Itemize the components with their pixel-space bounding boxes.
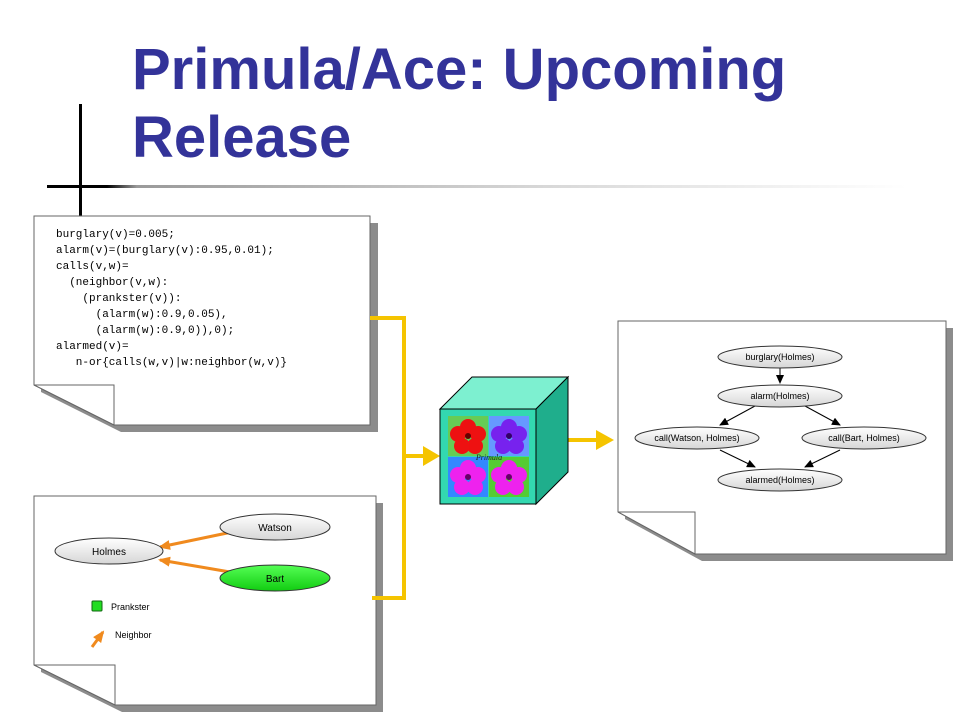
bn-node-call-bart[interactable]: call(Bart, Holmes) bbox=[801, 426, 927, 450]
edge-call-bart-alarmed bbox=[804, 449, 841, 468]
program-page bbox=[33, 215, 378, 432]
cube-label: Primula bbox=[475, 453, 502, 462]
bn-node-alarmed-label: alarmed(Holmes) bbox=[745, 475, 814, 485]
code-line: calls(v,w)= bbox=[56, 261, 129, 273]
flower-purple-icon bbox=[491, 419, 527, 454]
neighbor-legend-label: Neighbor bbox=[115, 630, 152, 640]
slide-title: Primula/Ace: Upcoming Release bbox=[132, 37, 787, 170]
bn-node-call-watson[interactable]: call(Watson, Holmes) bbox=[634, 426, 760, 450]
node-watson-label: Watson bbox=[258, 523, 292, 534]
node-bart[interactable]: Bart bbox=[219, 564, 331, 592]
bn-node-call-bart-label: call(Bart, Holmes) bbox=[828, 433, 900, 443]
bn-node-alarm[interactable]: alarm(Holmes) bbox=[717, 384, 843, 408]
neighbor-arrow-bart-holmes bbox=[158, 556, 231, 574]
node-holmes[interactable]: Holmes bbox=[54, 537, 164, 565]
title-vertical-rule bbox=[79, 104, 82, 216]
code-line: alarmed(v)= bbox=[56, 341, 129, 353]
code-line: n-or{calls(w,v)|w:neighbor(w,v)} bbox=[56, 357, 288, 369]
bn-node-alarm-label: alarm(Holmes) bbox=[750, 391, 809, 401]
node-bart-label: Bart bbox=[266, 574, 285, 585]
arrowhead-into-net-icon bbox=[596, 430, 614, 450]
bn-node-alarmed[interactable]: alarmed(Holmes) bbox=[717, 468, 843, 492]
code-line: (neighbor(v,w): bbox=[56, 277, 169, 289]
bn-node-call-watson-label: call(Watson, Holmes) bbox=[654, 433, 739, 443]
program-code: burglary(v)=0.005; alarm(v)=(burglary(v)… bbox=[56, 227, 287, 371]
arrowhead-into-cube-icon bbox=[423, 446, 440, 466]
bayes-net-page: burglary(Holmes) alarm(Holmes) call(Wats… bbox=[617, 320, 953, 561]
flower-magenta-left-icon bbox=[450, 460, 486, 495]
neighbor-arrow-watson-holmes bbox=[158, 530, 233, 550]
code-line: (alarm(w):0.9,0.05), bbox=[56, 309, 228, 321]
code-line: (alarm(w):0.9,0)),0); bbox=[56, 325, 235, 337]
code-line: burglary(v)=0.005; bbox=[56, 229, 175, 241]
prankster-legend-label: Prankster bbox=[111, 602, 150, 612]
neighbor-legend-arrow bbox=[90, 630, 105, 648]
primula-cube-icon: Primula bbox=[438, 375, 570, 506]
flower-magenta-right-icon bbox=[491, 460, 527, 495]
node-holmes-label: Holmes bbox=[92, 547, 126, 558]
edge-alarm-call-watson bbox=[719, 405, 756, 426]
input-graph-page: Watson Holmes Bart Prankster Neighbor bbox=[33, 495, 383, 712]
prankster-legend-swatch bbox=[91, 600, 103, 612]
code-line: alarm(v)=(burglary(v):0.95,0.01); bbox=[56, 245, 274, 257]
bn-node-burglary-label: burglary(Holmes) bbox=[745, 352, 814, 362]
edge-call-watson-alarmed bbox=[719, 449, 756, 468]
code-line: (prankster(v)): bbox=[56, 293, 182, 305]
node-watson[interactable]: Watson bbox=[219, 513, 331, 541]
flower-red-icon bbox=[450, 419, 486, 454]
title-horizontal-rule bbox=[47, 185, 927, 188]
bn-node-burglary[interactable]: burglary(Holmes) bbox=[717, 345, 843, 369]
edge-alarm-call-bart bbox=[804, 405, 841, 426]
